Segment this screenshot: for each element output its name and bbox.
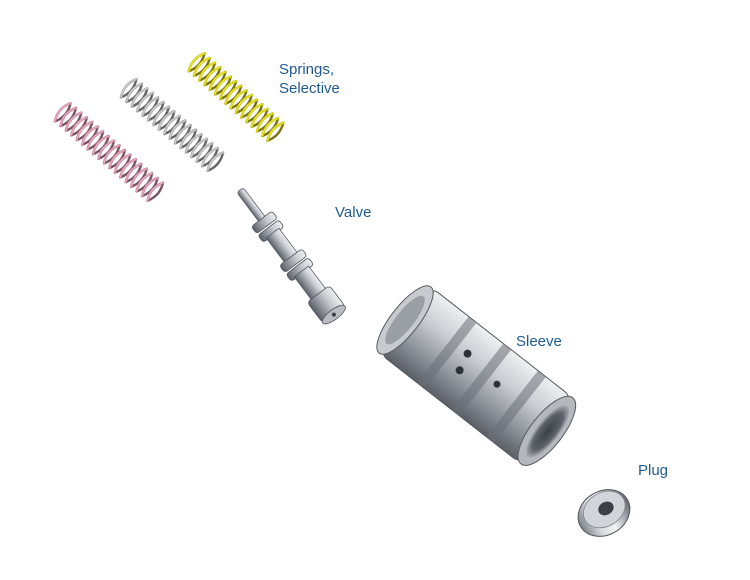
spring-coil-highlight — [251, 108, 268, 127]
spring-coil-highlight — [207, 152, 224, 171]
spring-coil-highlight — [136, 92, 153, 112]
spring-coil-highlight — [235, 94, 252, 114]
spring-coil-highlight — [65, 112, 82, 131]
spring-coil-back — [207, 152, 225, 172]
silver-spring — [119, 77, 225, 173]
valve — [237, 188, 346, 325]
spring-coil-highlight — [188, 52, 205, 72]
spring-coil-highlight — [108, 149, 126, 169]
spring-coil-back — [266, 122, 285, 142]
spring-coil-highlight — [54, 102, 71, 122]
spring-coil-highlight — [198, 62, 216, 81]
spring-coil-highlight — [147, 182, 164, 201]
spring-coil-highlight — [141, 177, 158, 197]
springs-label-line-1: Springs, — [279, 61, 335, 78]
spring-coil-highlight — [125, 83, 143, 103]
sleeve-label: Sleeve — [516, 333, 562, 350]
spring-coil-highlight — [185, 133, 202, 153]
spring-coil-highlight — [267, 122, 284, 141]
sleeve — [376, 285, 577, 466]
springs-label-line-2: Selective — [279, 80, 340, 97]
spring-coil-back — [147, 182, 165, 202]
spring-coil-highlight — [130, 168, 147, 187]
spring-coil-highlight — [163, 115, 180, 135]
spring-coil-highlight — [209, 71, 226, 90]
spring-coil-highlight — [219, 80, 237, 100]
yellow-spring — [187, 52, 285, 142]
spring-coil-highlight — [87, 130, 104, 150]
spring-coil-highlight — [225, 85, 242, 104]
spring-coil-highlight — [131, 87, 148, 107]
spring-coil-highlight — [70, 116, 88, 136]
spring-coil-highlight — [261, 117, 279, 137]
spring-coil-highlight — [174, 124, 191, 144]
spring-coil-highlight — [169, 120, 186, 139]
spring-coil-highlight — [214, 76, 231, 95]
spring-coil-highlight — [76, 121, 93, 141]
spring-coil-highlight — [246, 103, 263, 123]
spring-coil-highlight — [240, 99, 258, 118]
springs-selective-label: Springs, Selective — [279, 60, 340, 98]
spring-coil-highlight — [103, 144, 120, 164]
spring-coil-highlight — [136, 172, 153, 192]
spring-coil-highlight — [98, 140, 115, 159]
spring-coil-highlight — [193, 57, 210, 77]
valve-label: Valve — [335, 204, 372, 221]
spring-coil-highlight — [147, 101, 164, 121]
spring-coil-highlight — [119, 158, 137, 178]
spring-coil-highlight — [158, 110, 175, 130]
spring-coil-highlight — [201, 147, 218, 167]
spring-coil-highlight — [256, 113, 273, 132]
spring-coil-highlight — [114, 154, 131, 173]
spring-coil-highlight — [196, 142, 213, 162]
spring-coil-highlight — [204, 66, 221, 86]
spring-coil-highlight — [92, 135, 109, 155]
spring-coil-highlight — [180, 129, 197, 149]
spring-coil-highlight — [59, 107, 77, 127]
spring-coil-highlight — [152, 106, 170, 126]
plug-label: Plug — [638, 462, 669, 479]
pink-spring — [53, 101, 165, 203]
spring-coil-highlight — [190, 138, 207, 158]
spring-coil-highlight — [81, 126, 98, 145]
spring-coil-highlight — [142, 97, 159, 116]
spring-coil-highlight — [120, 78, 137, 98]
spring-coil-highlight — [230, 89, 247, 109]
spring-coil-highlight — [125, 163, 142, 183]
plug — [577, 489, 631, 537]
